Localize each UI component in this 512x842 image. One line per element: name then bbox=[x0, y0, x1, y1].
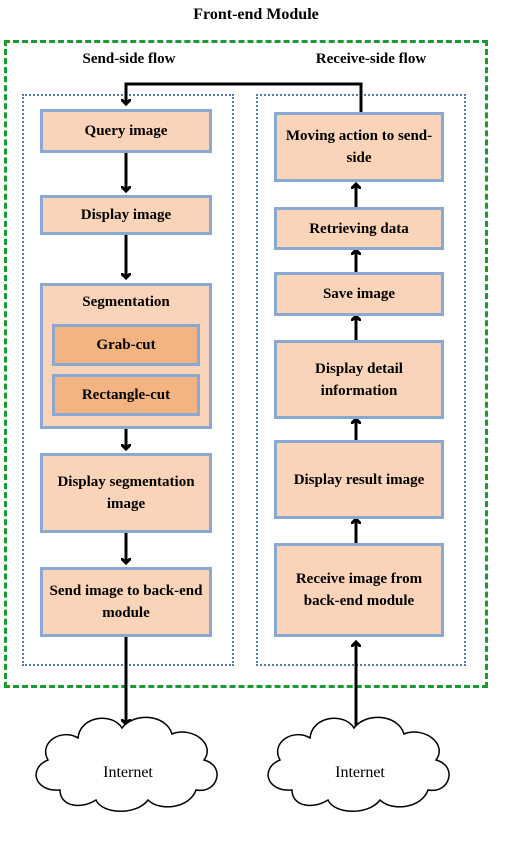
segmentation-box: Segmentation Grab-cut Rectangle-cut bbox=[40, 283, 212, 429]
segmentation-label: Segmentation bbox=[82, 294, 170, 310]
receive-image-box: Receive image from back-end module bbox=[274, 543, 444, 637]
grab-cut-box: Grab-cut bbox=[52, 324, 200, 366]
internet-label-left: Internet bbox=[103, 764, 153, 781]
front-end-module-border bbox=[4, 40, 488, 688]
query-image-box: Query image bbox=[40, 109, 212, 153]
cloud-right bbox=[267, 716, 450, 812]
send-side-panel bbox=[22, 94, 234, 666]
retrieving-data-box: Retrieving data bbox=[274, 207, 444, 250]
internet-label-right: Internet bbox=[335, 764, 385, 781]
display-segmentation-box: Display segmentation image bbox=[40, 453, 212, 533]
diagram-title: Front-end Module bbox=[193, 6, 319, 23]
save-image-box: Save image bbox=[274, 272, 444, 316]
send-side-heading: Send-side flow bbox=[82, 51, 176, 67]
rectangle-cut-box: Rectangle-cut bbox=[52, 374, 200, 416]
display-result-box: Display result image bbox=[274, 440, 444, 519]
feedback-connector bbox=[126, 82, 363, 112]
receive-side-heading: Receive-side flow bbox=[315, 51, 427, 67]
display-image-box: Display image bbox=[40, 195, 212, 235]
display-detail-box: Display detail information bbox=[274, 340, 444, 419]
send-image-box: Send image to back-end module bbox=[40, 567, 212, 637]
moving-action-box: Moving action to send-side bbox=[274, 112, 444, 182]
cloud-left bbox=[35, 716, 218, 812]
